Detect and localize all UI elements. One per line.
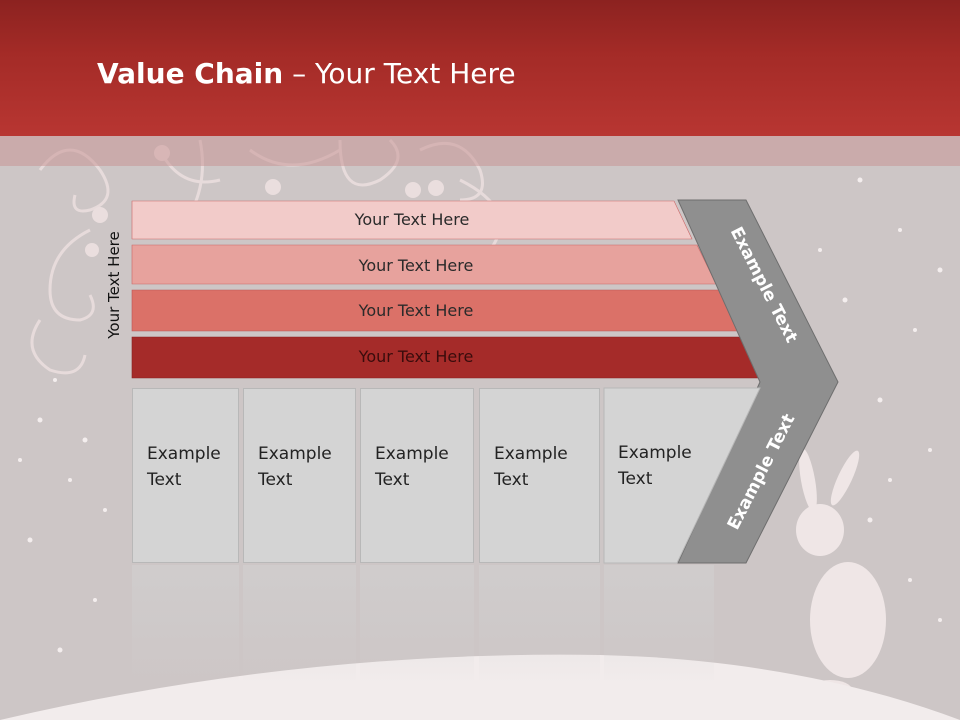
slide-title-rest: – Your Text Here — [283, 57, 516, 90]
box-4-reflection — [479, 565, 600, 685]
box-3-reflection — [360, 565, 474, 685]
box-2-reflection — [243, 565, 356, 685]
box-3-text: Example Text — [375, 444, 449, 490]
row-3: Your Text Here — [132, 291, 700, 330]
box-1-reflection — [132, 565, 239, 685]
row-2-label: Your Text Here — [358, 256, 474, 275]
box-1-text: Example Text — [147, 444, 221, 490]
box-5-text: Example Text — [618, 443, 692, 489]
slide-title-bold: Value Chain — [97, 57, 284, 90]
title-strip — [0, 136, 960, 166]
title-bar — [0, 0, 960, 136]
box-2: Example Text — [243, 388, 356, 563]
row-4: Your Text Here — [132, 337, 700, 376]
slide-title: Value Chain – Your Text Here — [97, 55, 516, 93]
box-4-text: Example Text — [494, 444, 568, 490]
row-1: Your Text Here — [132, 200, 692, 239]
row-1-label: Your Text Here — [354, 210, 470, 229]
box-2-text: Example Text — [258, 444, 332, 490]
side-label-text: Your Text Here — [105, 231, 123, 339]
side-label: Your Text Here — [92, 200, 136, 370]
box-5: Example Text — [604, 388, 714, 563]
box-1: Example Text — [132, 388, 239, 563]
row-3-label: Your Text Here — [358, 301, 474, 320]
box-4: Example Text — [479, 388, 600, 563]
row-2: Your Text Here — [132, 246, 700, 285]
box-5-reflection — [604, 565, 714, 685]
row-4-label: Your Text Here — [358, 347, 474, 366]
box-3: Example Text — [360, 388, 474, 563]
